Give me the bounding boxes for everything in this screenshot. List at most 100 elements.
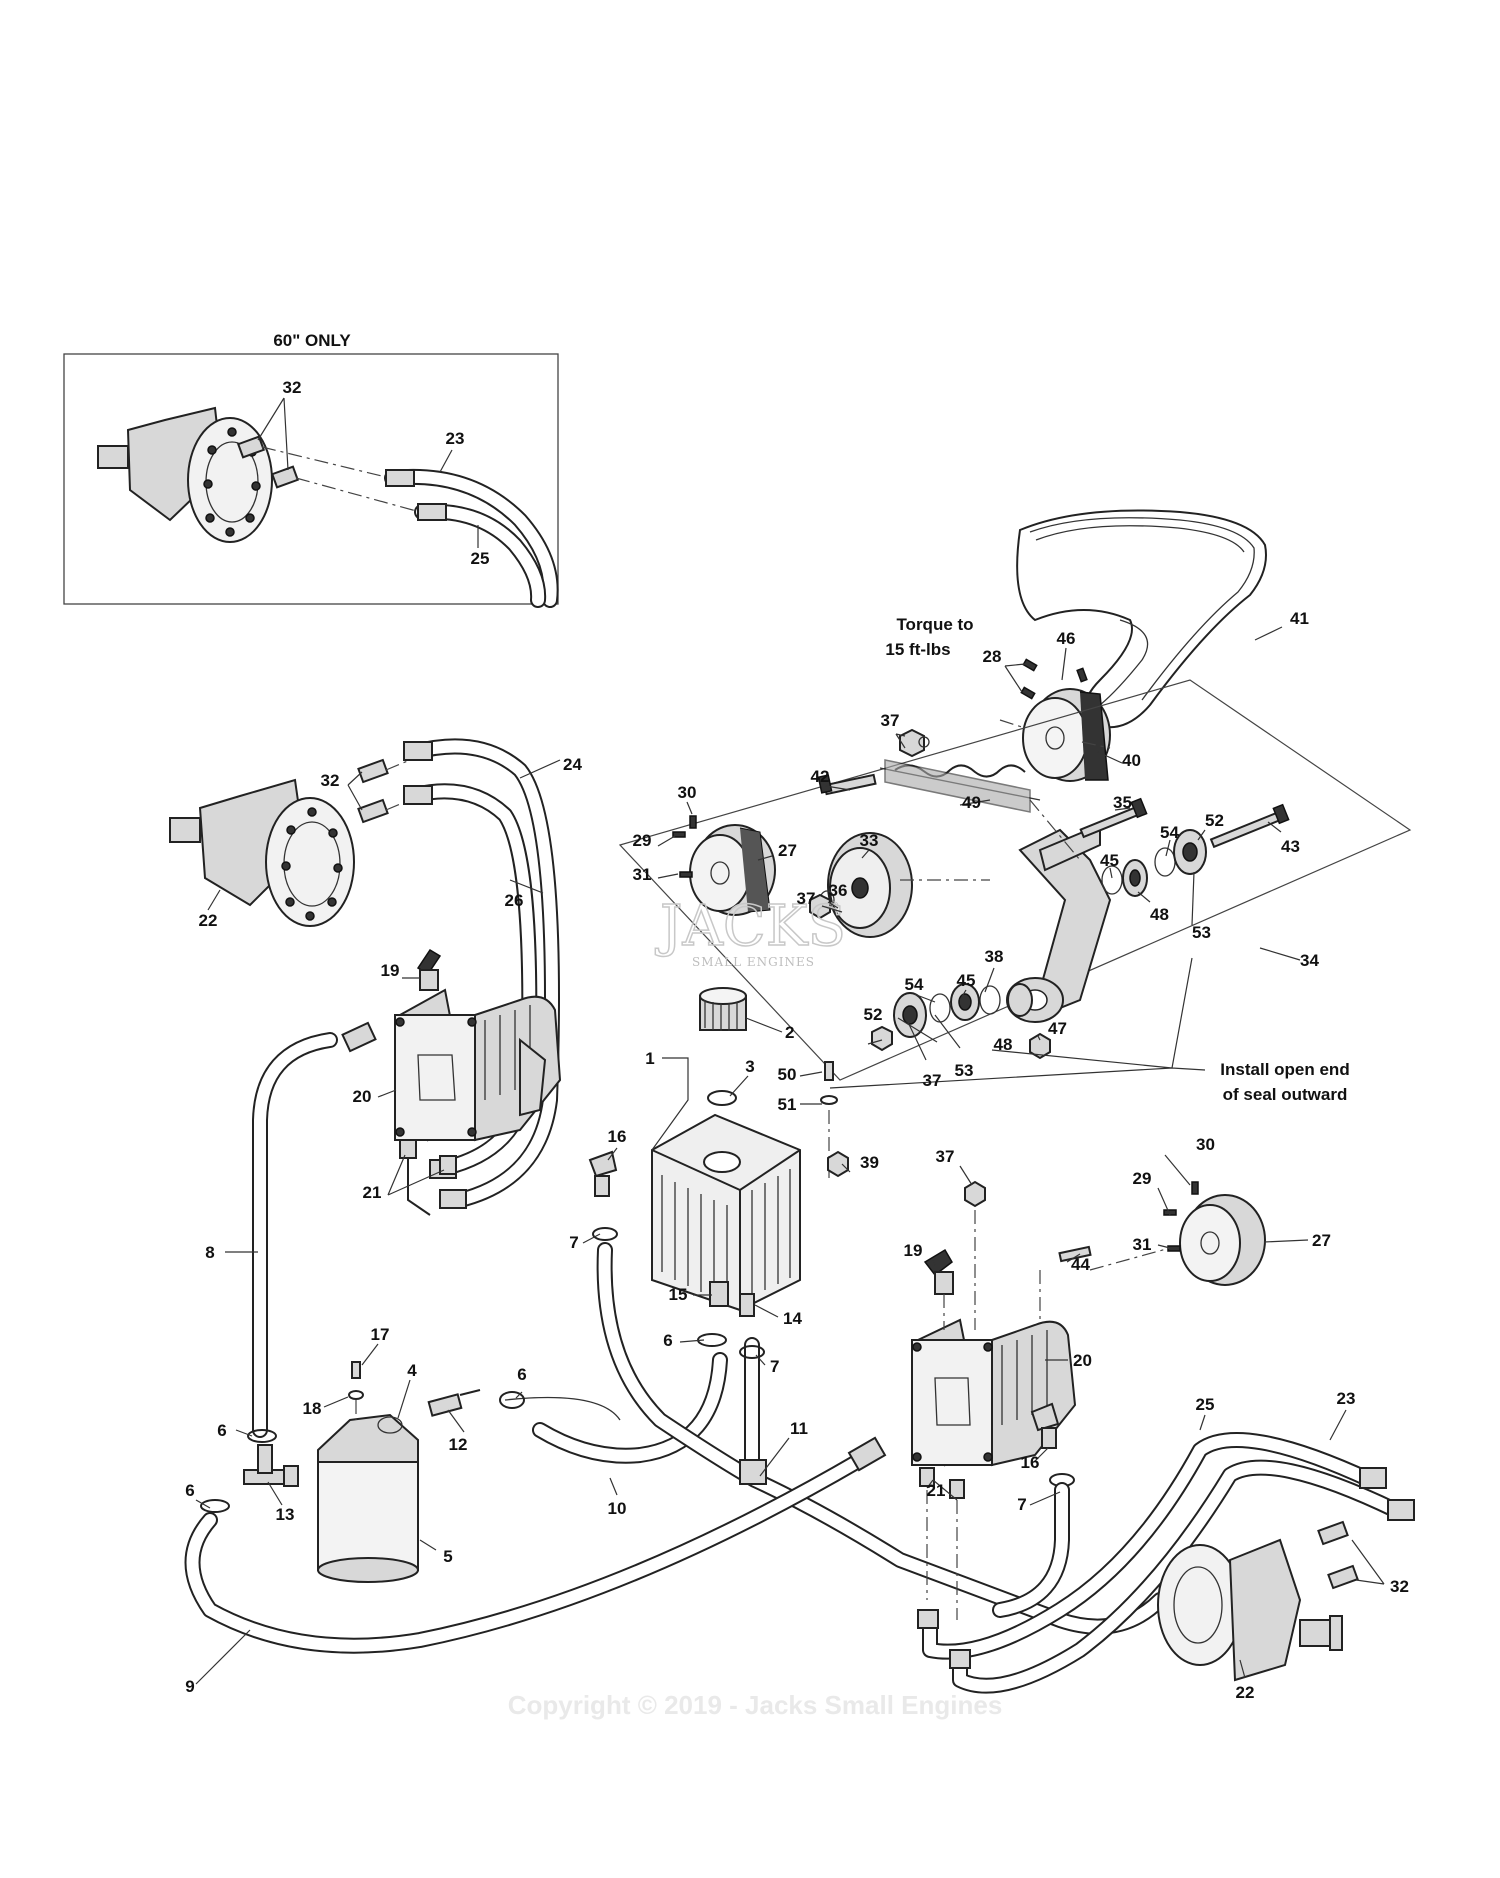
- callout-1: 1: [645, 1049, 654, 1068]
- note-torque-line1: Torque to: [896, 615, 973, 634]
- callout-28: 28: [983, 647, 1002, 666]
- callout-37-mid: 37: [797, 889, 816, 908]
- idler-pulley-33: [827, 832, 990, 938]
- inset-frame: [63, 353, 559, 605]
- hose-7-to-11: [596, 1242, 1168, 1635]
- callout-labels: 41 46 28 40 37 42 49 35 52 43 54 45 48 5…: [185, 609, 1409, 1702]
- callout-10: 10: [608, 1499, 627, 1518]
- bolt-42: [817, 773, 877, 796]
- callout-32-right: 32: [1390, 1577, 1409, 1596]
- leader-lines: [195, 626, 1385, 1685]
- callout-7-right: 7: [1017, 1495, 1026, 1514]
- inset-60-only: 60" ONLY 32 23 25: [63, 331, 559, 608]
- callout-45-top: 45: [1100, 851, 1119, 870]
- callout-43: 43: [1281, 837, 1300, 856]
- callout-4: 4: [407, 1361, 417, 1380]
- callout-37-lower-mid: 37: [923, 1071, 942, 1090]
- callout-29-bottom: 29: [1133, 1169, 1152, 1188]
- nut-37-top: [899, 728, 930, 758]
- callout-7-center: 7: [770, 1357, 779, 1376]
- fittings-15-14: [709, 1281, 755, 1317]
- callout-inset-32: 32: [283, 378, 302, 397]
- callout-48-mid: 48: [994, 1035, 1013, 1054]
- callout-20-left: 20: [353, 1087, 372, 1106]
- callout-27-top: 27: [778, 841, 797, 860]
- callout-30-bottom: 30: [1196, 1135, 1215, 1154]
- idler-assembly-frame: [618, 679, 1412, 1081]
- nut-37-mid: [809, 893, 831, 920]
- watermark-sub: SMALL ENGINES: [692, 955, 815, 969]
- callout-36: 36: [829, 881, 848, 900]
- callout-20-right: 20: [1073, 1351, 1092, 1370]
- bolt-44: [1058, 1245, 1092, 1263]
- callout-5: 5: [443, 1547, 452, 1566]
- pulley-40: [999, 688, 1111, 782]
- callout-45-mid: 45: [957, 971, 976, 990]
- callout-6-left: 6: [217, 1421, 226, 1440]
- callout-26: 26: [505, 891, 524, 910]
- callout-8: 8: [205, 1243, 214, 1262]
- elbow-19-right: [923, 1248, 954, 1330]
- callout-47: 47: [1048, 1019, 1067, 1038]
- callout-15: 15: [669, 1285, 688, 1304]
- callout-24: 24: [563, 755, 582, 774]
- belt: [1016, 509, 1267, 729]
- callout-27-bottom: 27: [1312, 1231, 1331, 1250]
- hose-9: [184, 1436, 887, 1654]
- callout-30-top: 30: [678, 783, 697, 802]
- bearing-stack-left: [871, 983, 1033, 1052]
- callout-37-top: 37: [881, 711, 900, 730]
- fittings-21-right: [919, 1467, 965, 1620]
- wheel-motor-22-right: [1157, 1538, 1343, 1682]
- note-seal-line1: Install open end: [1220, 1060, 1349, 1079]
- bolt-43: [1209, 803, 1290, 849]
- tee-13: [243, 1444, 299, 1487]
- callout-32-left: 32: [321, 771, 340, 790]
- callout-6-right: 6: [517, 1365, 526, 1384]
- set-screws-28-46: [1020, 658, 1088, 700]
- callout-33: 33: [860, 831, 879, 850]
- callout-19-right: 19: [904, 1241, 923, 1260]
- gasket-3: [707, 1090, 737, 1106]
- hoses-23-25: [917, 1432, 1415, 1694]
- callout-31-top: 31: [633, 865, 652, 884]
- spring-49: [879, 759, 1081, 861]
- callout-9: 9: [185, 1677, 194, 1696]
- clamps-6-7: [200, 1227, 1075, 1513]
- callout-25: 25: [1196, 1395, 1215, 1414]
- callout-37-lower: 37: [936, 1147, 955, 1166]
- callout-7-left: 7: [569, 1233, 578, 1252]
- nut-47: [1029, 1032, 1051, 1060]
- callout-16-left: 16: [608, 1127, 627, 1146]
- callout-18: 18: [303, 1399, 322, 1418]
- nut-39: [827, 1150, 849, 1178]
- callout-53-mid: 53: [955, 1061, 974, 1080]
- fitting-12: [427, 1389, 481, 1417]
- callout-35: 35: [1113, 793, 1132, 812]
- callout-6-center: 6: [663, 1331, 672, 1350]
- callout-12: 12: [449, 1435, 468, 1454]
- hydro-pump-20-right: [911, 1270, 1077, 1467]
- nut-37-lower: [964, 1180, 986, 1330]
- callout-21-right: 21: [927, 1481, 946, 1500]
- callout-52-top: 52: [1205, 811, 1224, 830]
- callout-22-left: 22: [199, 911, 218, 930]
- fittings-32-right: [1317, 1520, 1359, 1590]
- bolt-35: [1079, 797, 1148, 839]
- watermark-brand: JACKS: [655, 894, 846, 959]
- callout-48-top: 48: [1150, 905, 1169, 924]
- callout-39: 39: [860, 1153, 879, 1172]
- pump-pulley-27-lower: [1089, 1181, 1266, 1286]
- callout-46: 46: [1057, 629, 1076, 648]
- callout-52-mid: 52: [864, 1005, 883, 1024]
- callout-23: 23: [1337, 1389, 1356, 1408]
- wheel-motor-22-left: [169, 778, 355, 927]
- tube-11: [739, 1337, 767, 1485]
- callout-53-top: 53: [1192, 923, 1211, 942]
- reservoir-1: [651, 1113, 801, 1312]
- callout-42: 42: [811, 767, 830, 786]
- callout-19-left: 19: [381, 961, 400, 980]
- watermark-logo: JACKS © SMALL ENGINES: [654, 893, 846, 969]
- callout-50: 50: [778, 1065, 797, 1084]
